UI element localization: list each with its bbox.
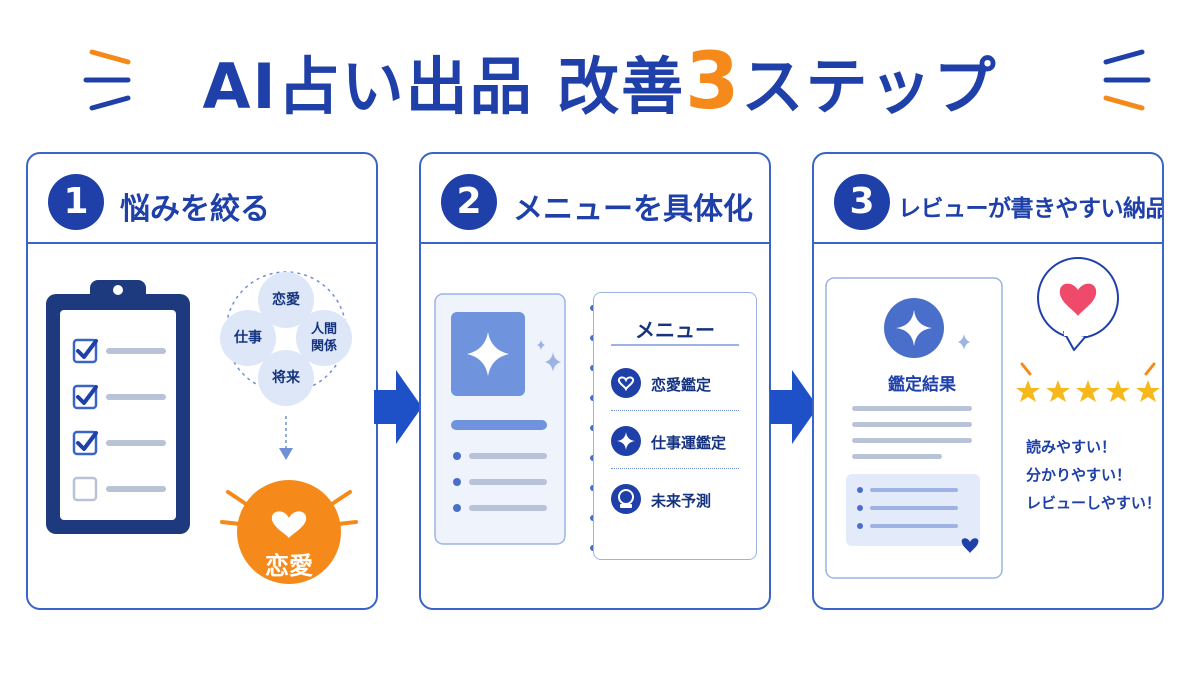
crystal-ball-icon bbox=[611, 484, 641, 514]
selected-topic-badge bbox=[220, 480, 358, 584]
step-2-body: メニュー 恋愛鑑定 仕事運鑑定 未来予測 bbox=[421, 246, 769, 608]
step-3-body: 鑑定結果 読みやすい！ 分かりやすい！ レビューしやすい！ bbox=[814, 246, 1162, 608]
topic-bubble-relationships: 人間関係 bbox=[296, 310, 352, 366]
step-2-panel: 2 メニューを具体化 メニュー 恋愛鑑定 bbox=[419, 152, 771, 610]
menu-item-love: 恋愛鑑定 bbox=[651, 376, 712, 394]
menu-card bbox=[593, 292, 757, 560]
step-1-panel: 1 悩みを絞る 恋愛 仕事 人間関係 将来 bbox=[26, 152, 378, 610]
topic-bubble-work: 仕事 bbox=[220, 310, 276, 366]
step-2-header: 2 メニューを具体化 bbox=[421, 154, 769, 244]
menu-item-separator bbox=[611, 410, 739, 411]
step-3-number: 3 bbox=[834, 174, 890, 230]
selected-topic-label: 恋愛 bbox=[265, 552, 313, 580]
title-deco-left-icon bbox=[83, 49, 131, 111]
title-row: AI占い出品 改善3ステップ bbox=[0, 28, 1200, 128]
clipboard-icon bbox=[46, 280, 190, 534]
menu-title: メニュー bbox=[635, 318, 715, 342]
sparkle-icon bbox=[611, 426, 641, 456]
down-arrow-icon bbox=[279, 416, 293, 460]
review-text-3: レビューしやすい！ bbox=[1026, 494, 1161, 512]
arrow-right-icon-1 bbox=[374, 370, 422, 444]
menu-item-future: 未来予測 bbox=[651, 492, 712, 510]
review-text-2: 分かりやすい！ bbox=[1026, 466, 1132, 484]
topic-bubble-future: 将来 bbox=[258, 350, 314, 406]
product-card bbox=[434, 293, 566, 545]
title-deco-right-icon bbox=[1103, 49, 1151, 111]
menu-item-separator bbox=[611, 468, 739, 469]
result-title: 鑑定結果 bbox=[888, 375, 956, 395]
menu-divider bbox=[611, 344, 739, 346]
step-3-title: レビューが書きやすい納品 bbox=[898, 196, 1164, 222]
menu-item-work: 仕事運鑑定 bbox=[651, 434, 727, 452]
rating-stars bbox=[1016, 362, 1160, 402]
page-title: AI占い出品 改善3ステップ bbox=[202, 37, 998, 127]
result-document bbox=[825, 277, 1003, 579]
step-1-header: 1 悩みを絞る bbox=[28, 154, 376, 244]
step-2-number: 2 bbox=[441, 174, 497, 230]
step-1-number: 1 bbox=[48, 174, 104, 230]
heart-speech-bubble-icon bbox=[1037, 257, 1119, 351]
title-number: 3 bbox=[685, 37, 742, 127]
step-1-title: 悩みを絞る bbox=[120, 192, 270, 227]
step-2-title: メニューを具体化 bbox=[513, 192, 753, 227]
arrow-right-icon-2 bbox=[770, 370, 818, 444]
review-text-1: 読みやすい！ bbox=[1026, 438, 1117, 456]
step-3-panel: 3 レビューが書きやすい納品 鑑定結果 bbox=[812, 152, 1164, 610]
heart-icon bbox=[611, 368, 641, 398]
step-1-body: 恋愛 仕事 人間関係 将来 恋愛 bbox=[28, 246, 376, 608]
step-3-header: 3 レビューが書きやすい納品 bbox=[814, 154, 1162, 244]
